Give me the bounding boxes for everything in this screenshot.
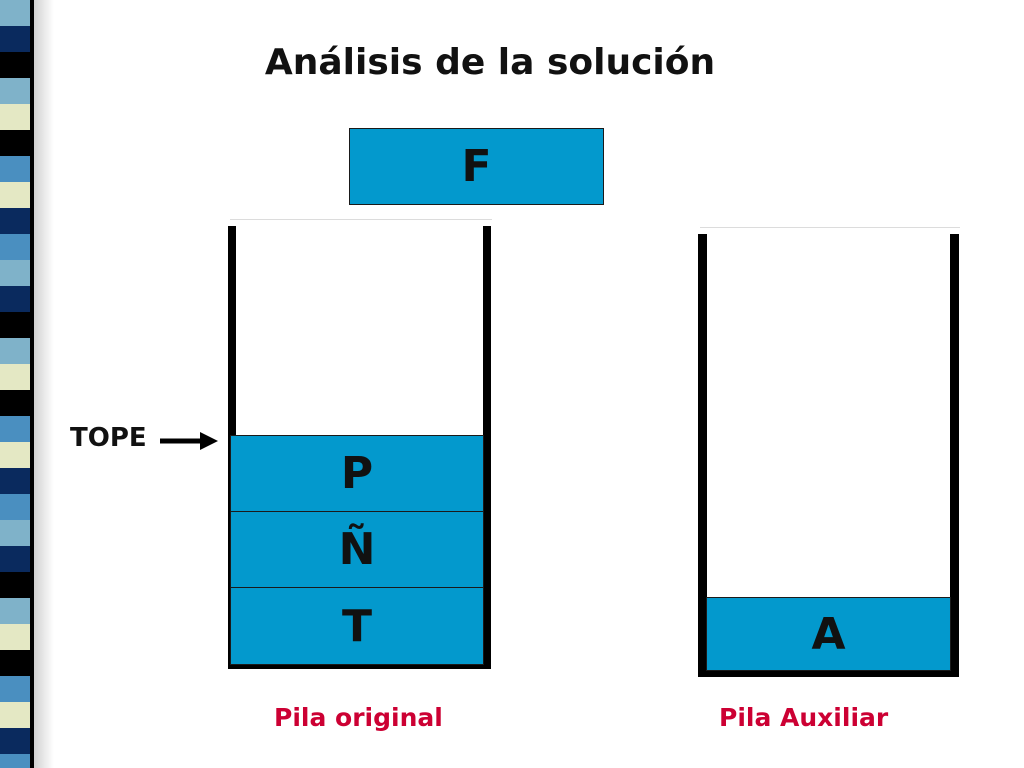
stripe-segment	[0, 546, 34, 572]
stripe-segment-edge	[30, 624, 34, 650]
stripe-segment	[0, 754, 34, 768]
stripe-segment	[0, 208, 34, 234]
stripe-segment	[0, 260, 34, 286]
stripe-segment	[0, 156, 34, 182]
left-decorative-stripe	[0, 0, 34, 768]
stripe-segment	[0, 52, 34, 78]
stack-original-label: Pila original	[274, 703, 443, 732]
stripe-segment	[0, 390, 34, 416]
stack-auxiliar-left-wall	[698, 234, 707, 677]
stripe-segment	[0, 0, 34, 26]
stripe-segment	[0, 26, 34, 52]
stripe-segment	[0, 676, 34, 702]
stack-auxiliar-top-edge	[700, 227, 960, 228]
stack-auxiliar-bottom	[698, 670, 959, 677]
stripe-segment-edge	[30, 572, 34, 598]
stripe-segment	[0, 182, 34, 208]
stripe-segment-edge	[30, 156, 34, 182]
stripe-segment	[0, 312, 34, 338]
stripe-segment-edge	[30, 546, 34, 572]
stripe-segment	[0, 286, 34, 312]
stack-original-top-edge	[230, 219, 492, 220]
stripe-segment	[0, 130, 34, 156]
stripe-segment	[0, 702, 34, 728]
stripe-segment-edge	[30, 78, 34, 104]
stripe-segment-edge	[30, 754, 34, 768]
stripe-segment-edge	[30, 650, 34, 676]
stripe-segment	[0, 364, 34, 390]
stripe-segment	[0, 442, 34, 468]
stripe-segment-edge	[30, 234, 34, 260]
stack-original-item: P	[230, 435, 484, 512]
stripe-segment	[0, 78, 34, 104]
stripe-segment	[0, 494, 34, 520]
stack-original-item: Ñ	[230, 511, 484, 588]
stripe-segment-edge	[30, 598, 34, 624]
stripe-segment-edge	[30, 26, 34, 52]
stripe-segment	[0, 598, 34, 624]
tope-label: TOPE	[70, 423, 147, 453]
stripe-segment	[0, 728, 34, 754]
stripe-segment-edge	[30, 182, 34, 208]
stripe-segment	[0, 650, 34, 676]
floating-element-f: F	[349, 128, 604, 205]
stripe-segment-edge	[30, 0, 34, 26]
stripe-segment-edge	[30, 520, 34, 546]
stripe-segment-edge	[30, 286, 34, 312]
stripe-segment	[0, 234, 34, 260]
stack-original-item: T	[230, 587, 484, 665]
stripe-segment-edge	[30, 494, 34, 520]
stripe-segment-edge	[30, 416, 34, 442]
stack-auxiliar-item: A	[706, 597, 951, 671]
stripe-segment-edge	[30, 442, 34, 468]
stripe-segment	[0, 338, 34, 364]
stripe-segment-edge	[30, 208, 34, 234]
stack-auxiliar-label: Pila Auxiliar	[719, 703, 889, 732]
stripe-segment-edge	[30, 260, 34, 286]
tope-arrow-icon	[160, 432, 218, 450]
stripe-segment-edge	[30, 390, 34, 416]
stripe-segment-edge	[30, 130, 34, 156]
stripe-segment	[0, 468, 34, 494]
stripe-segment-edge	[30, 728, 34, 754]
stripe-segment-edge	[30, 52, 34, 78]
slide-title: Análisis de la solución	[264, 42, 716, 83]
stripe-segment-edge	[30, 364, 34, 390]
stack-original-right-wall	[483, 226, 491, 669]
stripe-segment-edge	[30, 338, 34, 364]
stripe-shadow	[34, 0, 54, 768]
stripe-segment	[0, 104, 34, 130]
stripe-segment-edge	[30, 468, 34, 494]
stripe-segment	[0, 624, 34, 650]
stripe-segment-edge	[30, 104, 34, 130]
stack-original-bottom	[228, 664, 491, 669]
stripe-segment	[0, 572, 34, 598]
stripe-segment-edge	[30, 312, 34, 338]
stripe-segment-edge	[30, 702, 34, 728]
stack-auxiliar-right-wall	[950, 234, 959, 677]
stripe-segment	[0, 416, 34, 442]
stripe-segment	[0, 520, 34, 546]
stripe-segment-edge	[30, 676, 34, 702]
